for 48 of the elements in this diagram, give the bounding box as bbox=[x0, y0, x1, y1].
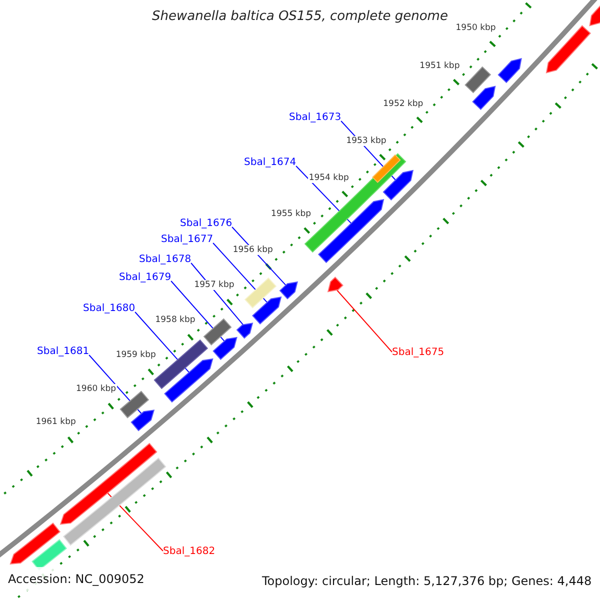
gene-label: Sbal_1673 bbox=[289, 112, 342, 124]
gene-block bbox=[382, 170, 414, 201]
gene-label: Sbal_1682 bbox=[163, 546, 216, 558]
gene-block bbox=[279, 281, 298, 300]
gene-block bbox=[236, 322, 254, 339]
gene-label: Sbal_1678 bbox=[139, 254, 192, 266]
leader-line bbox=[106, 491, 164, 552]
leader-line bbox=[88, 354, 143, 416]
gene-label: Sbal_1681 bbox=[37, 346, 90, 358]
leader-line bbox=[170, 280, 226, 343]
tick-label: 1959 kbp bbox=[114, 350, 157, 360]
tick-label: 1953 kbp bbox=[345, 136, 388, 146]
gene-bar bbox=[244, 277, 277, 308]
gene-bar bbox=[62, 458, 166, 546]
gene-label: Sbal_1674 bbox=[244, 157, 296, 169]
map-title: Shewanella baltica OS155, complete genome bbox=[151, 9, 449, 25]
gene-block bbox=[472, 86, 496, 110]
tick-label: 1954 kbp bbox=[308, 172, 350, 183]
gene-bar bbox=[154, 339, 208, 390]
gene-block bbox=[164, 358, 214, 403]
gene-block bbox=[252, 296, 282, 324]
leader-line bbox=[336, 288, 392, 352]
gene-label: Sbal_1679 bbox=[119, 272, 172, 284]
gene-block bbox=[318, 198, 384, 264]
tick-label: 1957 kbp bbox=[193, 280, 236, 290]
tick-label: 1961 kbp bbox=[34, 417, 77, 428]
gene-bar bbox=[120, 390, 150, 418]
tick-label: 1952 kbp bbox=[382, 98, 424, 109]
genome-info-text: Topology: circular; Length: 5,127,376 bp; Genes: 4,448 bbox=[262, 574, 592, 588]
gene-block bbox=[212, 336, 238, 360]
gene-label: Sbal_1677 bbox=[161, 234, 214, 246]
gene-block bbox=[10, 522, 61, 564]
gene-label: Sbal_1676 bbox=[180, 218, 232, 230]
tick-label: 1958 kbp bbox=[154, 315, 196, 326]
gene-label: Sbal_1680 bbox=[83, 303, 136, 315]
gene-block bbox=[60, 442, 158, 525]
gene-bar bbox=[464, 66, 492, 94]
tick-label: 1960 kbp bbox=[75, 384, 118, 394]
tick-label: 1951 kbp bbox=[418, 61, 461, 72]
gene-block bbox=[498, 58, 522, 84]
gene-block bbox=[327, 276, 344, 292]
gene-block bbox=[546, 25, 591, 74]
tick-label: 1955 kbp bbox=[270, 208, 312, 219]
gene-label: Sbal_1675 bbox=[392, 347, 444, 359]
tick-label: 1950 kbp bbox=[454, 23, 497, 34]
gene-block bbox=[130, 410, 155, 432]
gene-bar bbox=[203, 318, 232, 346]
tick-label: 1956 kbp bbox=[232, 244, 274, 255]
